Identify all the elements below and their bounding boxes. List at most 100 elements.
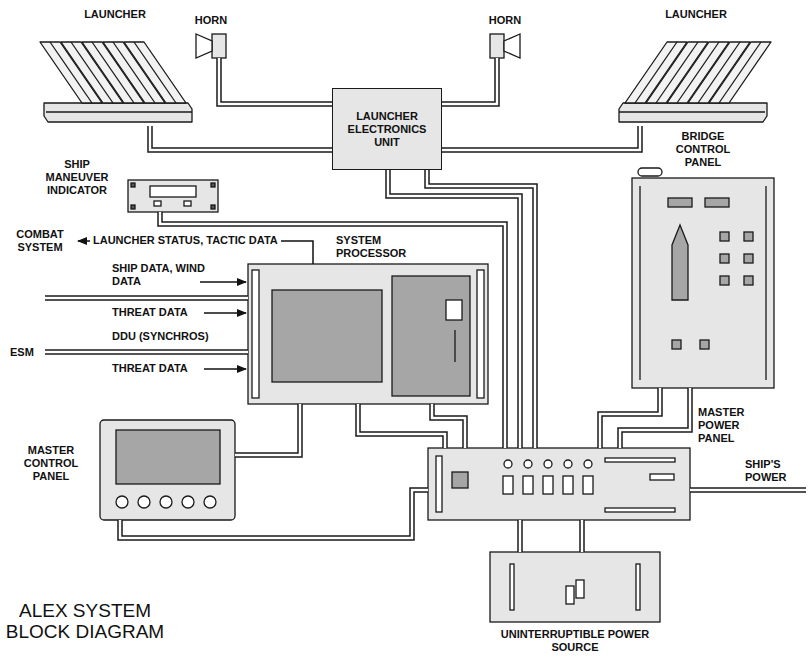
cable-outline — [690, 487, 806, 493]
power-panel-switch — [523, 476, 533, 494]
ups-bar — [636, 564, 640, 610]
signal-name-holder: LAUNCHER STATUS, TACTIC DATA — [90, 234, 281, 247]
power-panel-bar — [436, 456, 442, 512]
bridge-panel-button — [744, 276, 753, 285]
launcher-tube-line — [113, 42, 155, 103]
horn-label: HORN — [181, 14, 241, 27]
power-panel-strip — [605, 458, 675, 462]
launcher-tube-line — [92, 42, 134, 103]
cable-outline — [160, 212, 505, 448]
cable-outline — [235, 404, 300, 455]
external-system-holder: COMBAT SYSTEM — [8, 228, 72, 254]
cable-outline — [517, 520, 523, 552]
bridge-panel-button — [720, 232, 729, 241]
launcher-illustration — [40, 42, 192, 122]
maneuver-indicator: SHIP MANEUVER INDICATOR — [128, 180, 218, 212]
external-cables — [45, 241, 806, 490]
control-panel-button — [160, 496, 172, 508]
bridge-panel-body — [632, 178, 774, 388]
signal-name: ESM — [10, 346, 34, 359]
master-power-panel-label: MASTER POWER PANEL — [698, 406, 764, 445]
signal-name-holder: SHIP DATA, WIND DATA — [112, 262, 212, 288]
cable-connector — [219, 58, 332, 104]
bridge-panel-button — [700, 340, 709, 349]
cable-connector — [235, 404, 300, 455]
cable-outline — [388, 170, 520, 448]
power-panel-lamp — [544, 460, 552, 468]
indicator-button — [154, 201, 161, 206]
bridge-panel-rail — [765, 186, 766, 380]
power-panel-meter — [452, 472, 468, 488]
ups-body — [490, 552, 660, 622]
cable-outline — [620, 388, 690, 448]
indicator-corner — [131, 205, 135, 209]
cable-connector — [442, 126, 640, 150]
cable-connector — [432, 404, 465, 448]
bridge-panel-button — [744, 254, 753, 263]
power-panel-strip — [650, 474, 674, 480]
power-panel-strip — [605, 508, 675, 512]
cable-core — [581, 520, 584, 552]
cable-core — [160, 212, 505, 448]
launcher-label: LAUNCHER — [38, 8, 192, 21]
signal-name: DDU (SYNCHROS) — [112, 330, 209, 343]
cable-outline — [442, 58, 497, 104]
master-control-panel: MASTER CONTROL PANEL — [100, 420, 235, 520]
cable-connector — [620, 388, 690, 448]
launcher-label: LAUNCHER — [619, 8, 773, 21]
cable-core — [600, 388, 660, 448]
electronics-unit: LAUNCHER ELECTRONICS UNIT — [332, 88, 442, 170]
launcher-tube-line — [50, 42, 92, 103]
signal-name: LAUNCHER STATUS, TACTIC DATA — [90, 234, 281, 247]
cable-core — [620, 388, 690, 448]
cable-connector — [388, 170, 520, 448]
horn: HORN — [490, 34, 520, 58]
control-panel-button — [138, 496, 150, 508]
processor-rail — [252, 270, 259, 398]
power-panel-switch — [543, 476, 553, 494]
horn-bell — [504, 34, 520, 58]
cable-connector — [427, 170, 535, 448]
launcher-base-line — [46, 111, 192, 112]
processor-illustration — [248, 264, 488, 404]
cable-outline — [600, 388, 660, 448]
indicator-body — [128, 180, 218, 212]
signal-name-holder: THREAT DATA — [112, 306, 188, 319]
master-power-panel: MASTER POWER PANEL — [428, 448, 690, 520]
indicator-button — [184, 201, 191, 206]
cable-core — [150, 126, 332, 150]
cable-core — [219, 58, 332, 104]
system-processor-label: SYSTEM PROCESSOR — [336, 234, 436, 260]
indicator-corner — [211, 183, 215, 187]
bridge-control-panel: BRIDGE CONTROL PANEL — [632, 178, 774, 388]
control-panel-illustration — [100, 420, 235, 520]
launcher: LAUNCHER — [619, 32, 773, 126]
signal-name: SHIP DATA, WIND DATA — [112, 262, 212, 288]
control-panel-body — [100, 420, 235, 520]
cable-connector — [442, 58, 497, 104]
cable-outline — [150, 126, 332, 150]
title-holder: ALEX SYSTEM BLOCK DIAGRAM — [5, 600, 165, 642]
signal-arrow — [204, 312, 246, 314]
cable-core — [235, 404, 300, 455]
power-panel-switch — [563, 476, 573, 494]
cable-core — [388, 170, 520, 448]
power-name-holder: SHIP'S POWER — [745, 458, 807, 484]
horn: HORN — [196, 34, 226, 58]
processor-slot — [454, 330, 455, 362]
bridge-panel-button — [672, 340, 681, 349]
ups-indicator — [566, 586, 574, 604]
power-panel-illustration — [428, 448, 690, 520]
cable-outline — [219, 58, 332, 104]
power-panel-lamp — [584, 460, 592, 468]
power-panel-switch — [503, 476, 513, 494]
cable-core — [45, 351, 248, 354]
launcher-tube-line — [134, 42, 176, 103]
signal-arrow — [204, 368, 246, 370]
bridge-panel-illustration — [632, 168, 774, 388]
control-panel-screen — [116, 430, 220, 484]
bridge-panel-rail — [639, 186, 640, 380]
launcher: LAUNCHER — [38, 32, 192, 126]
power-source: UNINTERRUPTIBLE POWER SOURCE — [490, 552, 660, 622]
processor-screen — [272, 290, 382, 382]
